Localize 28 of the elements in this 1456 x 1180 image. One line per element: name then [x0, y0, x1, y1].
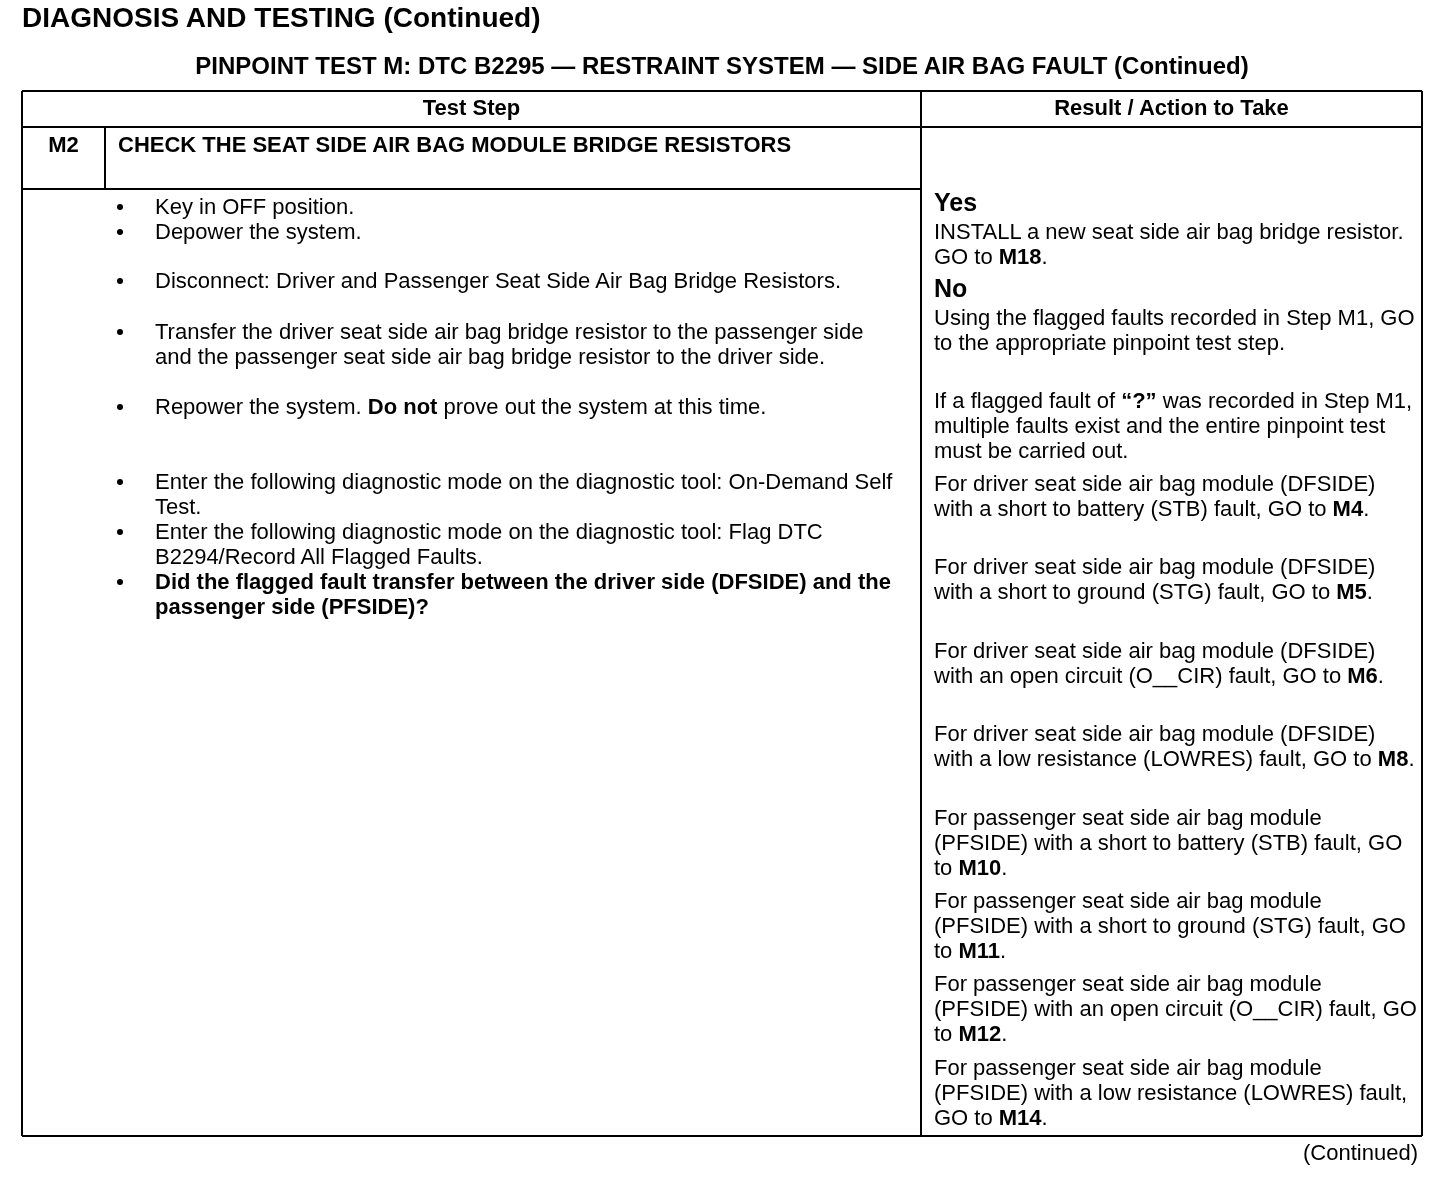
action-text: For passenger seat side air bag module (PFSIDE) with an open circuit (O__CIR) fault, GO to M12. — [934, 971, 1418, 1046]
question-text: Did the flagged fault transfer between the driver side (DFSIDE) and the passenger side (PFSIDE)? — [155, 569, 892, 619]
instruction-text: Key in OFF position. — [155, 194, 356, 219]
instruction-text: Repower the system. Do not prove out the system at this time. — [155, 394, 768, 419]
action-text: If a flagged fault of “?” was recorded in Step M1, multiple faults exist and the entire pinpoint test must be carried out. — [934, 388, 1414, 463]
instruction-text: Depower the system. — [155, 219, 363, 244]
action-text: Using the flagged faults recorded in Step M1, GO to the appropriate pinpoint test step. — [934, 305, 1416, 355]
result-heading: Yes — [934, 190, 979, 215]
subtitle: PINPOINT TEST M: DTC B2295 — RESTRAINT SYSTEM — SIDE AIR BAG FAULT (Continued) — [194, 51, 1250, 81]
continued-note: (Continued) — [1302, 1140, 1418, 1165]
action-text: INSTALL a new seat side air bag bridge resistor. GO to M18. — [934, 219, 1405, 269]
column-header: Result / Action to Take — [1053, 95, 1290, 120]
action-text: For driver seat side air bag module (DFSIDE) with a short to battery (STB) fault, GO to M4. — [934, 471, 1377, 521]
step-number: M2 — [47, 132, 80, 157]
instruction-text: Enter the following diagnostic mode on the diagnostic tool: Flag DTC B2294/Record All Flagged Faults. — [155, 519, 824, 569]
instruction-text: Transfer the driver seat side air bag bridge resistor to the passenger side and the passenger seat side air bag bridge resistor to the driver side. — [155, 319, 865, 369]
column-header: Test Step — [421, 95, 522, 120]
page-title: DIAGNOSIS AND TESTING (Continued) — [22, 2, 541, 34]
action-text: For passenger seat side air bag module (PFSIDE) with a low resistance (LOWRES) fault, GO to M14. — [934, 1055, 1409, 1130]
result-heading: No — [934, 276, 969, 301]
instruction-text: Disconnect: Driver and Passenger Seat Side Air Bag Bridge Resistors. — [155, 268, 842, 293]
action-text: For passenger seat side air bag module (PFSIDE) with a short to battery (STB) fault, GO to M10. — [934, 805, 1404, 880]
action-text: For driver seat side air bag module (DFSIDE) with a low resistance (LOWRES) fault, GO to M8. — [934, 721, 1416, 771]
instruction-text: Enter the following diagnostic mode on the diagnostic tool: On-Demand Self Test. — [155, 469, 894, 519]
action-text: For driver seat side air bag module (DFSIDE) with a short to ground (STG) fault, GO to M5. — [934, 554, 1377, 604]
action-text: For passenger seat side air bag module (PFSIDE) with a short to ground (STG) fault, GO to M11. — [934, 888, 1407, 963]
step-heading: CHECK THE SEAT SIDE AIR BAG MODULE BRIDGE RESISTORS — [118, 132, 793, 157]
action-text: For driver seat side air bag module (DFSIDE) with an open circuit (O__CIR) fault, GO to M6. — [934, 638, 1385, 688]
